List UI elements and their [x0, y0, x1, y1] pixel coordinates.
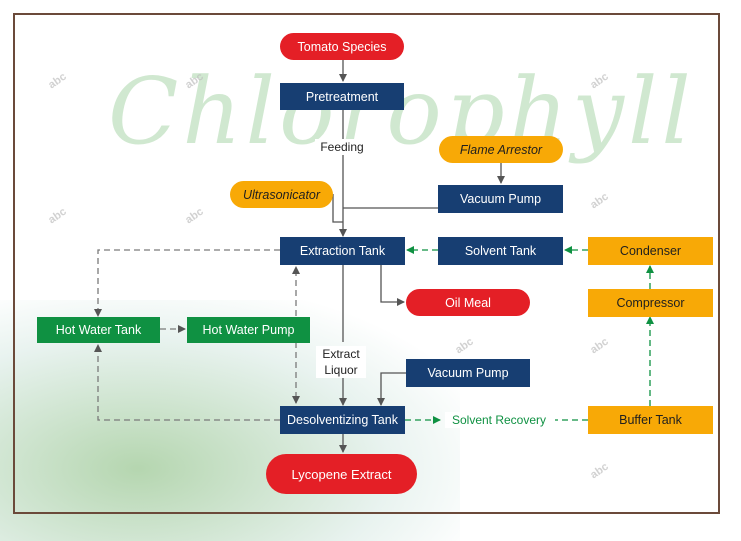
hot-water-tank-node: Hot Water Tank [37, 317, 160, 343]
buffer-tank-node: Buffer Tank [588, 406, 713, 434]
ultrasonicator-node: Ultrasonicator [230, 181, 333, 208]
solvent-tank-node: Solvent Tank [438, 237, 563, 265]
extract-liquor-label: Extract Liquor [316, 346, 366, 378]
solvent-recovery-label: Solvent Recovery [445, 412, 553, 428]
feeding-label: Feeding [315, 139, 369, 155]
hot-water-pump-node: Hot Water Pump [187, 317, 310, 343]
liquor-label-line: Liquor [324, 363, 358, 377]
chlorophyll-watermark: Chlorophyll [108, 58, 695, 165]
condenser-node: Condenser [588, 237, 713, 265]
diagram-frame [13, 13, 720, 514]
pretreatment-node: Pretreatment [280, 83, 404, 110]
flame-arrestor-node: Flame Arrestor [439, 136, 563, 163]
extraction-tank-node: Extraction Tank [280, 237, 405, 265]
desolventizing-tank-node: Desolventizing Tank [280, 406, 405, 434]
lycopene-extract-node: Lycopene Extract [266, 454, 417, 494]
tomato-species-node: Tomato Species [280, 33, 404, 60]
compressor-node: Compressor [588, 289, 713, 317]
oil-meal-node: Oil Meal [406, 289, 530, 316]
vacuum-pump-top-node: Vacuum Pump [438, 185, 563, 213]
vacuum-pump-bottom-node: Vacuum Pump [406, 359, 530, 387]
extract-label-line: Extract [322, 347, 360, 361]
